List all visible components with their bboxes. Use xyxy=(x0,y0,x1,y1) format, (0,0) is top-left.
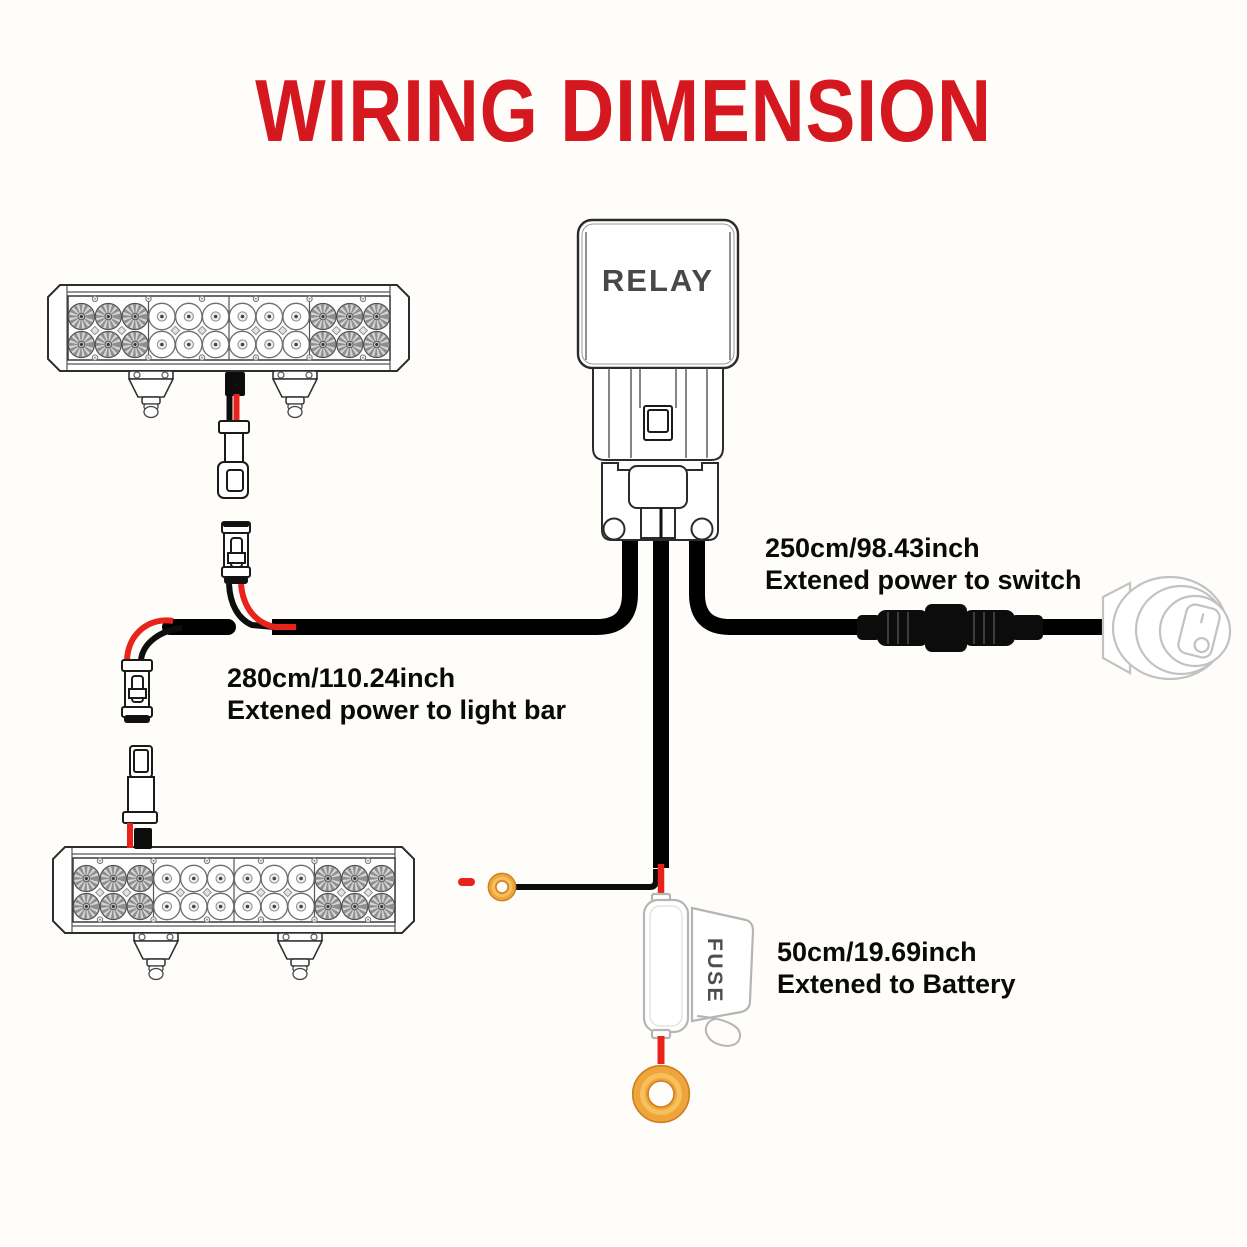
connector-male-top xyxy=(217,420,250,499)
cable-to-switch xyxy=(689,540,1102,635)
ground-branch xyxy=(458,869,659,902)
bottom-bar-pigtail xyxy=(127,823,152,849)
lightbar-wire-length: 280cm/110.24inch xyxy=(227,663,456,693)
minus-icon xyxy=(458,878,475,886)
battery-branch: FUSE xyxy=(631,864,755,1124)
connector-male-bottom xyxy=(122,745,158,824)
ground-ring-terminal xyxy=(487,872,517,902)
rocker-switch xyxy=(1101,575,1232,681)
junction-wires xyxy=(124,583,296,661)
harness-cables xyxy=(162,508,1102,868)
battery-wire-length: 50cm/19.69inch xyxy=(777,937,977,967)
lightbar-wire-note: Extened power to light bar xyxy=(227,695,567,725)
page-title: WIRING DIMENSION xyxy=(255,61,992,160)
switch-wire-note: Extened power to switch xyxy=(765,565,1082,595)
label-switch-wire: 250cm/98.43inch Extened power to switch xyxy=(765,532,1082,596)
label-battery-wire: 50cm/19.69inch Extened to Battery xyxy=(777,936,1016,1000)
relay-connector-lower xyxy=(601,462,719,541)
connector-female-top xyxy=(221,521,251,584)
relay: RELAY xyxy=(576,218,740,541)
connector-female-bottom xyxy=(121,659,153,723)
relay-label: RELAY xyxy=(602,263,714,298)
battery-ring-terminal xyxy=(631,1064,691,1124)
relay-connector-upper xyxy=(592,367,724,461)
rocker-button xyxy=(1177,603,1221,659)
fuse-holder: FUSE xyxy=(642,892,755,1047)
battery-wire-note: Extened to Battery xyxy=(777,969,1016,999)
label-lightbar-wire: 280cm/110.24inch Extened power to light … xyxy=(227,662,566,726)
fuse-label: FUSE xyxy=(703,938,726,1004)
inline-connector xyxy=(857,604,1043,652)
top-bar-pigtail xyxy=(225,372,245,422)
light-bar-bottom xyxy=(53,847,414,980)
cable-to-lightbar-main xyxy=(272,540,638,635)
switch-wire-length: 250cm/98.43inch xyxy=(765,533,980,563)
